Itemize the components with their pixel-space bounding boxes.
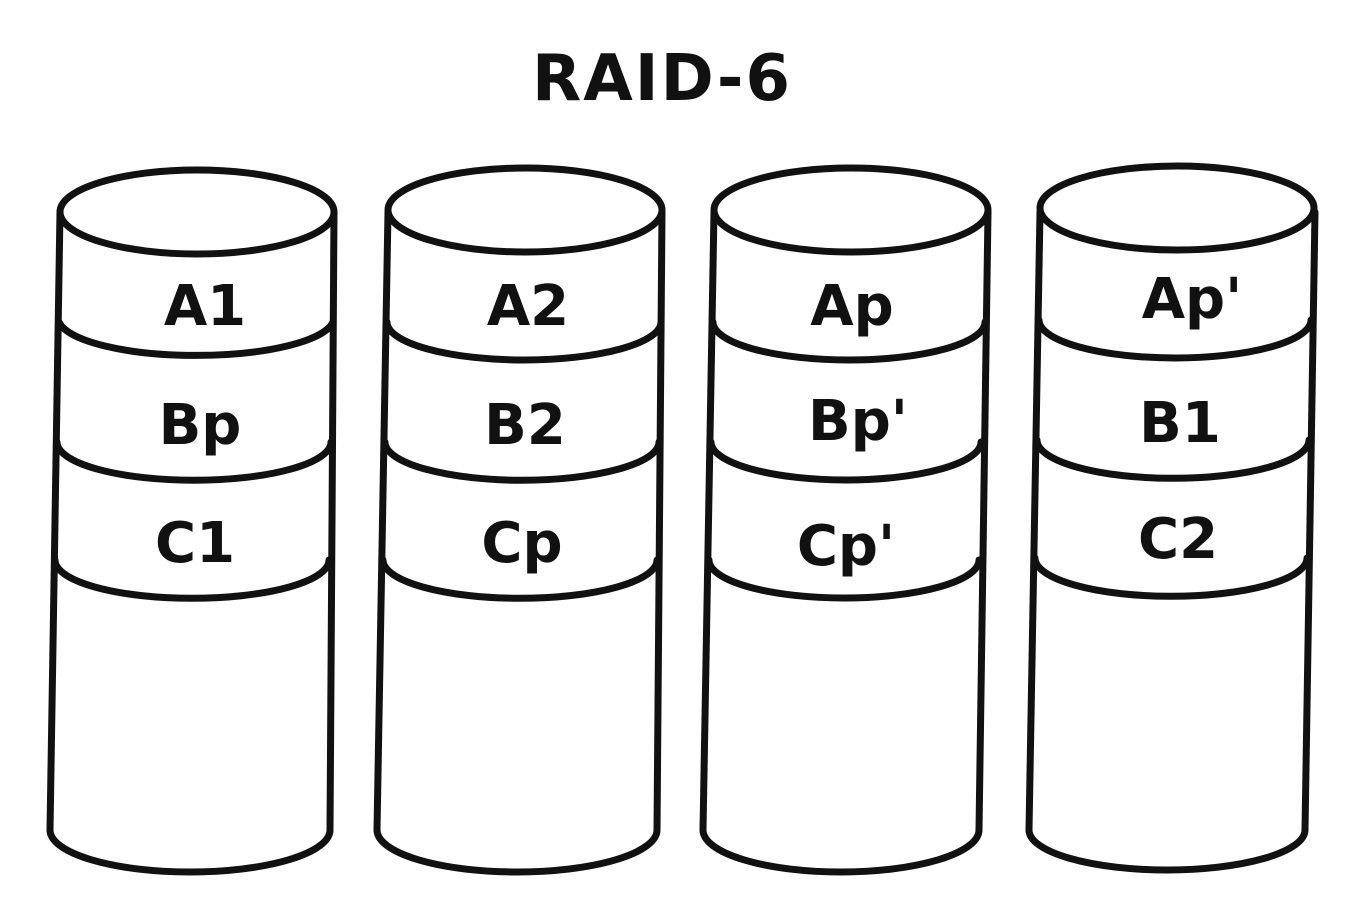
diagram-title: RAID-6 bbox=[532, 42, 792, 116]
disk-3: Ap Bp' Cp' bbox=[699, 164, 992, 876]
block-label: C1 bbox=[155, 511, 235, 576]
disk-right-wall bbox=[326, 208, 338, 834]
disk-bottom bbox=[1025, 826, 1309, 874]
disk-body bbox=[703, 212, 988, 872]
block-divider bbox=[709, 318, 989, 364]
block-label: Cp bbox=[481, 511, 562, 576]
block-label: B2 bbox=[484, 393, 566, 458]
disk-top bbox=[388, 168, 662, 252]
disk-bottom bbox=[699, 826, 983, 876]
block-divider bbox=[55, 318, 337, 359]
disk-body bbox=[377, 212, 662, 872]
disk-top bbox=[1040, 166, 1314, 250]
block-label: Bp' bbox=[808, 389, 908, 454]
block-divider bbox=[1031, 554, 1311, 600]
disk-left-wall bbox=[46, 208, 64, 834]
block-divider bbox=[381, 438, 663, 484]
block-divider bbox=[705, 556, 983, 602]
block-divider bbox=[53, 438, 335, 484]
block-divider bbox=[51, 556, 333, 602]
disk-body bbox=[1029, 212, 1315, 870]
disk-left-wall bbox=[1025, 208, 1044, 834]
disk-left-wall bbox=[699, 208, 718, 834]
disk-bottom bbox=[373, 826, 661, 876]
disk-1: A1 Bp C1 bbox=[46, 166, 338, 876]
block-label: Cp' bbox=[797, 514, 895, 579]
block-label: Ap' bbox=[1142, 267, 1243, 332]
block-divider bbox=[1033, 436, 1313, 482]
block-label: Bp bbox=[159, 393, 242, 458]
block-divider bbox=[707, 438, 985, 484]
block-label: A2 bbox=[487, 274, 569, 339]
disk-4: Ap' B1 C2 bbox=[1025, 162, 1319, 874]
block-label: Ap bbox=[810, 274, 893, 339]
block-divider bbox=[379, 556, 661, 602]
disk-left-wall bbox=[373, 208, 392, 834]
disk-body bbox=[50, 212, 334, 872]
disk-right-wall bbox=[1301, 208, 1319, 834]
block-label: B1 bbox=[1139, 391, 1221, 456]
disk-top bbox=[60, 170, 334, 254]
block-divider bbox=[1035, 316, 1315, 362]
disk-bottom bbox=[46, 826, 334, 876]
block-label: C2 bbox=[1138, 507, 1218, 572]
disk-top-rim bbox=[1036, 162, 1318, 254]
block-label: A1 bbox=[164, 274, 246, 339]
disk-2: A2 B2 Cp bbox=[373, 164, 666, 876]
disk-right-wall bbox=[653, 208, 666, 834]
disk-right-wall bbox=[975, 208, 992, 834]
block-divider bbox=[383, 318, 665, 364]
disk-top bbox=[714, 168, 988, 252]
